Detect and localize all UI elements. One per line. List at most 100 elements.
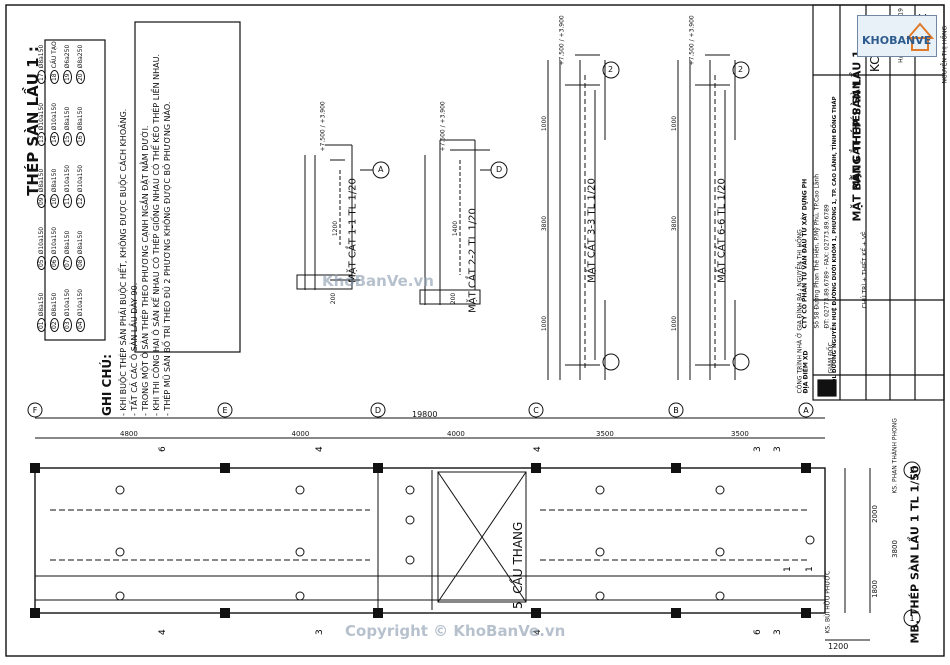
legend-tag: 20 [76,70,85,84]
rebar-tag [115,547,125,557]
legend-tag: 12 [76,194,85,208]
legend-spec: Ø6a250 [64,44,71,69]
note-line: - KHI THI CÔNG HAI Ô SÀN KẾ NHAU CÓ THÉP… [152,53,161,416]
rebar-tag [405,555,415,565]
column [671,463,681,473]
section-dimension: 3800 [541,215,549,232]
stair-number: 5 [511,601,525,609]
section-mark: 4 [158,629,168,635]
tb-director: KS. BÙI HỮU PHƯỚC [824,570,832,634]
section-title: MẶT CẮT 3-3 TL 1/20 [586,178,598,283]
total-dimension: 19800 [412,410,438,419]
section-mark: 3 [315,629,325,635]
rebar-tag [595,591,605,601]
tb-location: ĐỊA ĐIỂM XD [803,254,810,393]
note-line: - TẤT CẢ CÁC Ô SÀN LẦU DÀY 90. [130,282,139,416]
legend-tag: 10 [50,194,59,208]
rebar-tag [805,535,815,545]
legend-tag: 03 [63,318,72,332]
legend-spec: Ø8a150 [64,106,71,131]
legend-spec: Ø8a150 [51,168,58,193]
legend-tag: 06 [50,256,59,270]
column [220,463,230,473]
legend-tag: 08 [76,256,85,270]
axis-number: 1 [909,614,914,623]
section-1-1 [296,144,390,290]
section-dimension: 1200 [332,220,340,237]
axis-letter: F [33,406,38,415]
column [373,463,383,473]
notes-block: GHI CHÚ: - KHI BUỘC THÉP SÀN PHẢI BUỘC H… [100,36,220,416]
axis-letter: C [533,406,539,415]
axis-bubble [528,402,544,418]
rebar-tag [295,591,305,601]
legend-spec: Ø10a150 [77,164,84,193]
axis-bubble [668,402,684,418]
section-dimension: 3800 [671,215,679,232]
legend-tag: 16 [76,132,85,146]
tb-director-label: GIÁM ĐỐC [827,342,835,374]
rebar-tag [295,547,305,557]
site-logo: KHOBANVE [857,15,937,57]
legend-spec: Ø8a150 [38,44,45,69]
column [30,608,40,618]
legend-spec: Ø8a150 [77,106,84,131]
title-block-frame [812,4,945,401]
legend-tag: 19 [63,70,72,84]
section-dimension: 1000 [671,115,679,132]
section-axis-label: 2 [738,65,744,74]
axis-bubble [798,402,814,418]
legend-tag: 09 [37,194,46,208]
stair-text: CẦU THANG [511,521,525,594]
axis-letter: E [222,406,227,415]
axis-bubble [903,461,921,479]
axis-letter: D [375,406,381,415]
rebar-tag [715,591,725,601]
tb-owner: NGUYỄN THỊ HỒNG [941,25,949,84]
right-dimension: 3800 [890,540,899,558]
column [30,463,40,473]
section-mark: 4 [533,629,543,635]
legend-tag: 05 [37,256,46,270]
span-dimension: 4000 [447,430,465,438]
span-dimension: 4800 [120,430,138,438]
legend-spec: Ø10a150 [38,102,45,131]
watermark-top: KhoBanVe.vn [322,272,434,290]
legend-tag: 13 [37,132,46,146]
column [220,608,230,618]
legend-tag: 02 [50,318,59,332]
rebar-tag [715,547,725,557]
rebar-tag [295,485,305,495]
legend-spec: Ø8a150 [77,230,84,255]
span-dimension: 3500 [596,430,614,438]
span-dimension: 3500 [731,430,749,438]
legend-spec: Ø10a150 [64,288,71,317]
right-dimension: 2000 [870,505,879,523]
section-level: +7.500 / +3.900 [558,15,566,66]
house-logo-icon [905,22,935,51]
section-mark: 1 [783,566,793,572]
legend-tag: 07 [63,256,72,270]
column [671,608,681,618]
legend-spec: Ø10a150 [38,226,45,255]
note-line: - THÉP MŨ SÀN BỐ TRÍ THEO ĐỦ 2 PHƯƠNG KH… [163,101,172,416]
section-level: +7.500 / +3.900 [319,101,327,152]
tb-drawing-title-2: MẶT CẮT THÉP SÀN [851,80,863,191]
section-axis-label: D [496,165,503,174]
section-title: MẶT CẮT 2-2 TL 1/20 [467,208,479,313]
section-mark: 3 [753,446,763,452]
right-dimension: 1800 [870,580,879,598]
axis-number: 2 [909,466,914,475]
watermark-bottom: Copyright © KhoBanVe.vn [345,622,566,640]
floor-plan [34,417,871,641]
section-dimension: 200 [330,292,338,305]
section-level: +7.500 / +3.900 [688,15,696,66]
axis-letter: A [803,406,809,415]
notes-list: - KHI BUỘC THÉP SÀN PHẢI BUỘC HẾT, KHÔNG… [118,36,173,416]
legend-tag: 17 [37,70,46,84]
rebar-tag [115,591,125,601]
